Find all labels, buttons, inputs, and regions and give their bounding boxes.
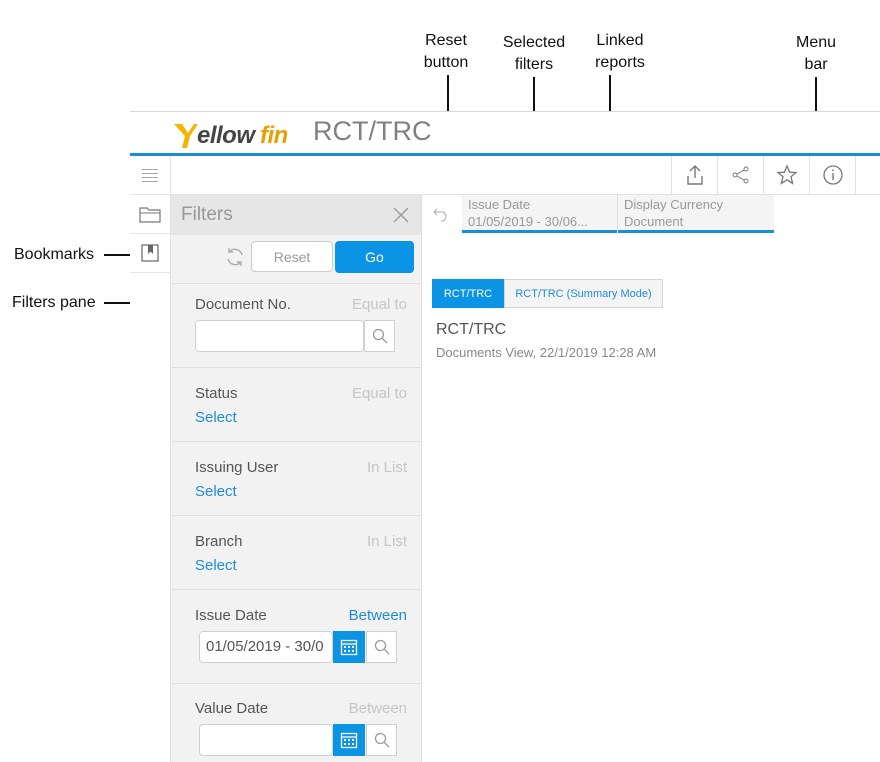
filter-issue-date: Issue Date Between 01/05/2019 - 30/0 (171, 589, 421, 684)
export-button[interactable] (671, 156, 717, 194)
search-icon (372, 328, 387, 344)
branch-select-link[interactable]: Select (195, 557, 237, 574)
filter-operator: In List (366, 533, 407, 550)
chip-value: 01/05/2019 - 30/06... (468, 214, 588, 229)
svg-text:ellow: ellow (197, 122, 256, 149)
callout-filters-pane: Filters pane (12, 294, 96, 311)
tab-rct-trc[interactable]: RCT/TRC (432, 279, 504, 308)
reset-button[interactable]: Reset (251, 241, 333, 272)
filters-pane: Filters Reset Go Document No. Equal to (171, 195, 422, 762)
filters-title: Filters (181, 204, 233, 225)
calendar-icon (340, 639, 358, 656)
search-icon (374, 639, 389, 655)
document-no-search-button[interactable] (364, 320, 395, 352)
close-icon[interactable] (391, 205, 411, 225)
bookmarks-button[interactable] (130, 234, 170, 273)
filter-label: Branch (195, 533, 243, 550)
chip-name: Display Currency (624, 197, 723, 212)
filter-operator: Between (348, 700, 407, 717)
folder-icon (139, 207, 161, 223)
share-icon (732, 166, 748, 184)
selected-filter-chip[interactable]: Issue Date 01/05/2019 - 30/06... (462, 195, 617, 233)
info-icon (822, 165, 843, 185)
callout-line-bookmarks (104, 254, 136, 256)
callout-linked-reports: Linked reports (595, 32, 645, 71)
page-title: RCT/TRC (313, 116, 432, 146)
filter-label: Document No. (195, 296, 291, 313)
callout-menu-bar: Menu bar (795, 34, 837, 73)
issue-date-input[interactable]: 01/05/2019 - 30/0 (199, 631, 333, 663)
app-window: ellow fin RCT/TRC (130, 111, 880, 762)
chip-value: Document (624, 214, 684, 229)
value-date-search-button[interactable] (366, 724, 397, 756)
export-icon (686, 165, 703, 185)
filter-operator: Equal to (351, 385, 407, 402)
filter-issuing-user: Issuing User In List Select (171, 441, 421, 516)
undo-icon (433, 208, 447, 222)
tab-rct-trc-summary[interactable]: RCT/TRC (Summary Mode) (504, 279, 663, 308)
filter-label: Issuing User (195, 459, 279, 476)
filter-label: Value Date (195, 700, 269, 717)
report-subtitle: Documents View, 22/1/2019 12:28 AM (436, 345, 657, 360)
value-date-calendar-button[interactable] (333, 724, 365, 756)
callout-reset-button: Reset button (423, 32, 469, 71)
selected-filter-chip[interactable]: Display Currency Document (618, 195, 774, 233)
go-button[interactable]: Go (335, 241, 414, 273)
refresh-icon[interactable] (224, 246, 246, 268)
header: ellow fin RCT/TRC (130, 112, 880, 153)
hamburger-menu-button[interactable] (130, 156, 171, 194)
issue-date-calendar-button[interactable] (333, 631, 365, 663)
issue-date-search-button[interactable] (366, 631, 397, 663)
share-button[interactable] (717, 156, 763, 194)
callout-selected-filters: Selected filters (502, 34, 566, 73)
undo-filters-button[interactable] (422, 195, 460, 233)
chip-name: Issue Date (468, 197, 531, 212)
callout-bookmarks: Bookmarks (14, 246, 95, 263)
issuing-user-select-link[interactable]: Select (195, 483, 237, 500)
report-content: Issue Date 01/05/2019 - 30/06... Display… (422, 195, 880, 762)
info-button[interactable] (809, 156, 856, 194)
chip-separator (617, 195, 618, 230)
calendar-icon (340, 732, 358, 749)
favourite-button[interactable] (763, 156, 809, 194)
filter-operator: Equal to (351, 296, 407, 313)
filter-operator: In List (366, 459, 407, 476)
report-title: RCT/TRC (436, 321, 507, 338)
star-icon (775, 164, 798, 185)
header-accent-bar (130, 153, 880, 156)
filter-label: Issue Date (195, 607, 267, 624)
left-rail (130, 195, 171, 762)
bookmark-icon (141, 244, 159, 262)
filter-label: Status (195, 385, 238, 402)
filter-status: Status Equal to Select (171, 367, 421, 442)
yellowfin-logo: ellow fin (172, 118, 292, 157)
filter-operator[interactable]: Between (348, 607, 407, 624)
menu-bar (130, 156, 880, 195)
logo-mark: ellow fin (174, 122, 288, 149)
document-no-input[interactable] (195, 320, 364, 352)
search-icon (374, 732, 389, 748)
filters-header: Filters (171, 195, 421, 235)
value-date-input[interactable] (199, 724, 333, 756)
filter-document-no: Document No. Equal to (171, 283, 421, 368)
filter-branch: Branch In List Select (171, 515, 421, 590)
svg-text:fin: fin (260, 122, 288, 149)
status-select-link[interactable]: Select (195, 409, 237, 426)
hamburger-icon (142, 169, 158, 182)
folder-button[interactable] (130, 195, 170, 234)
filter-value-date: Value Date Between (171, 683, 421, 762)
